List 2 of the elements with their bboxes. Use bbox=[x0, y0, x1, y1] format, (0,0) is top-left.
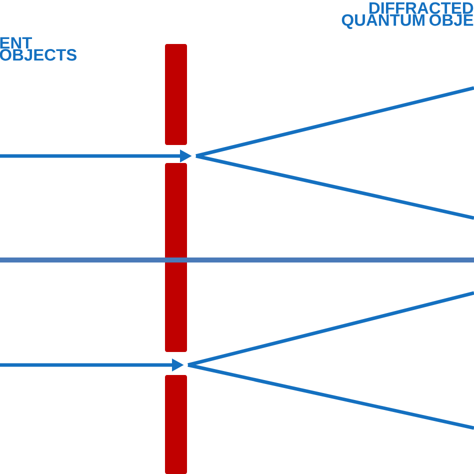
label: ENT OBJECTS bbox=[0, 37, 76, 61]
label: DIFFRACTED QUANTUM OBJE bbox=[342, 2, 474, 29]
